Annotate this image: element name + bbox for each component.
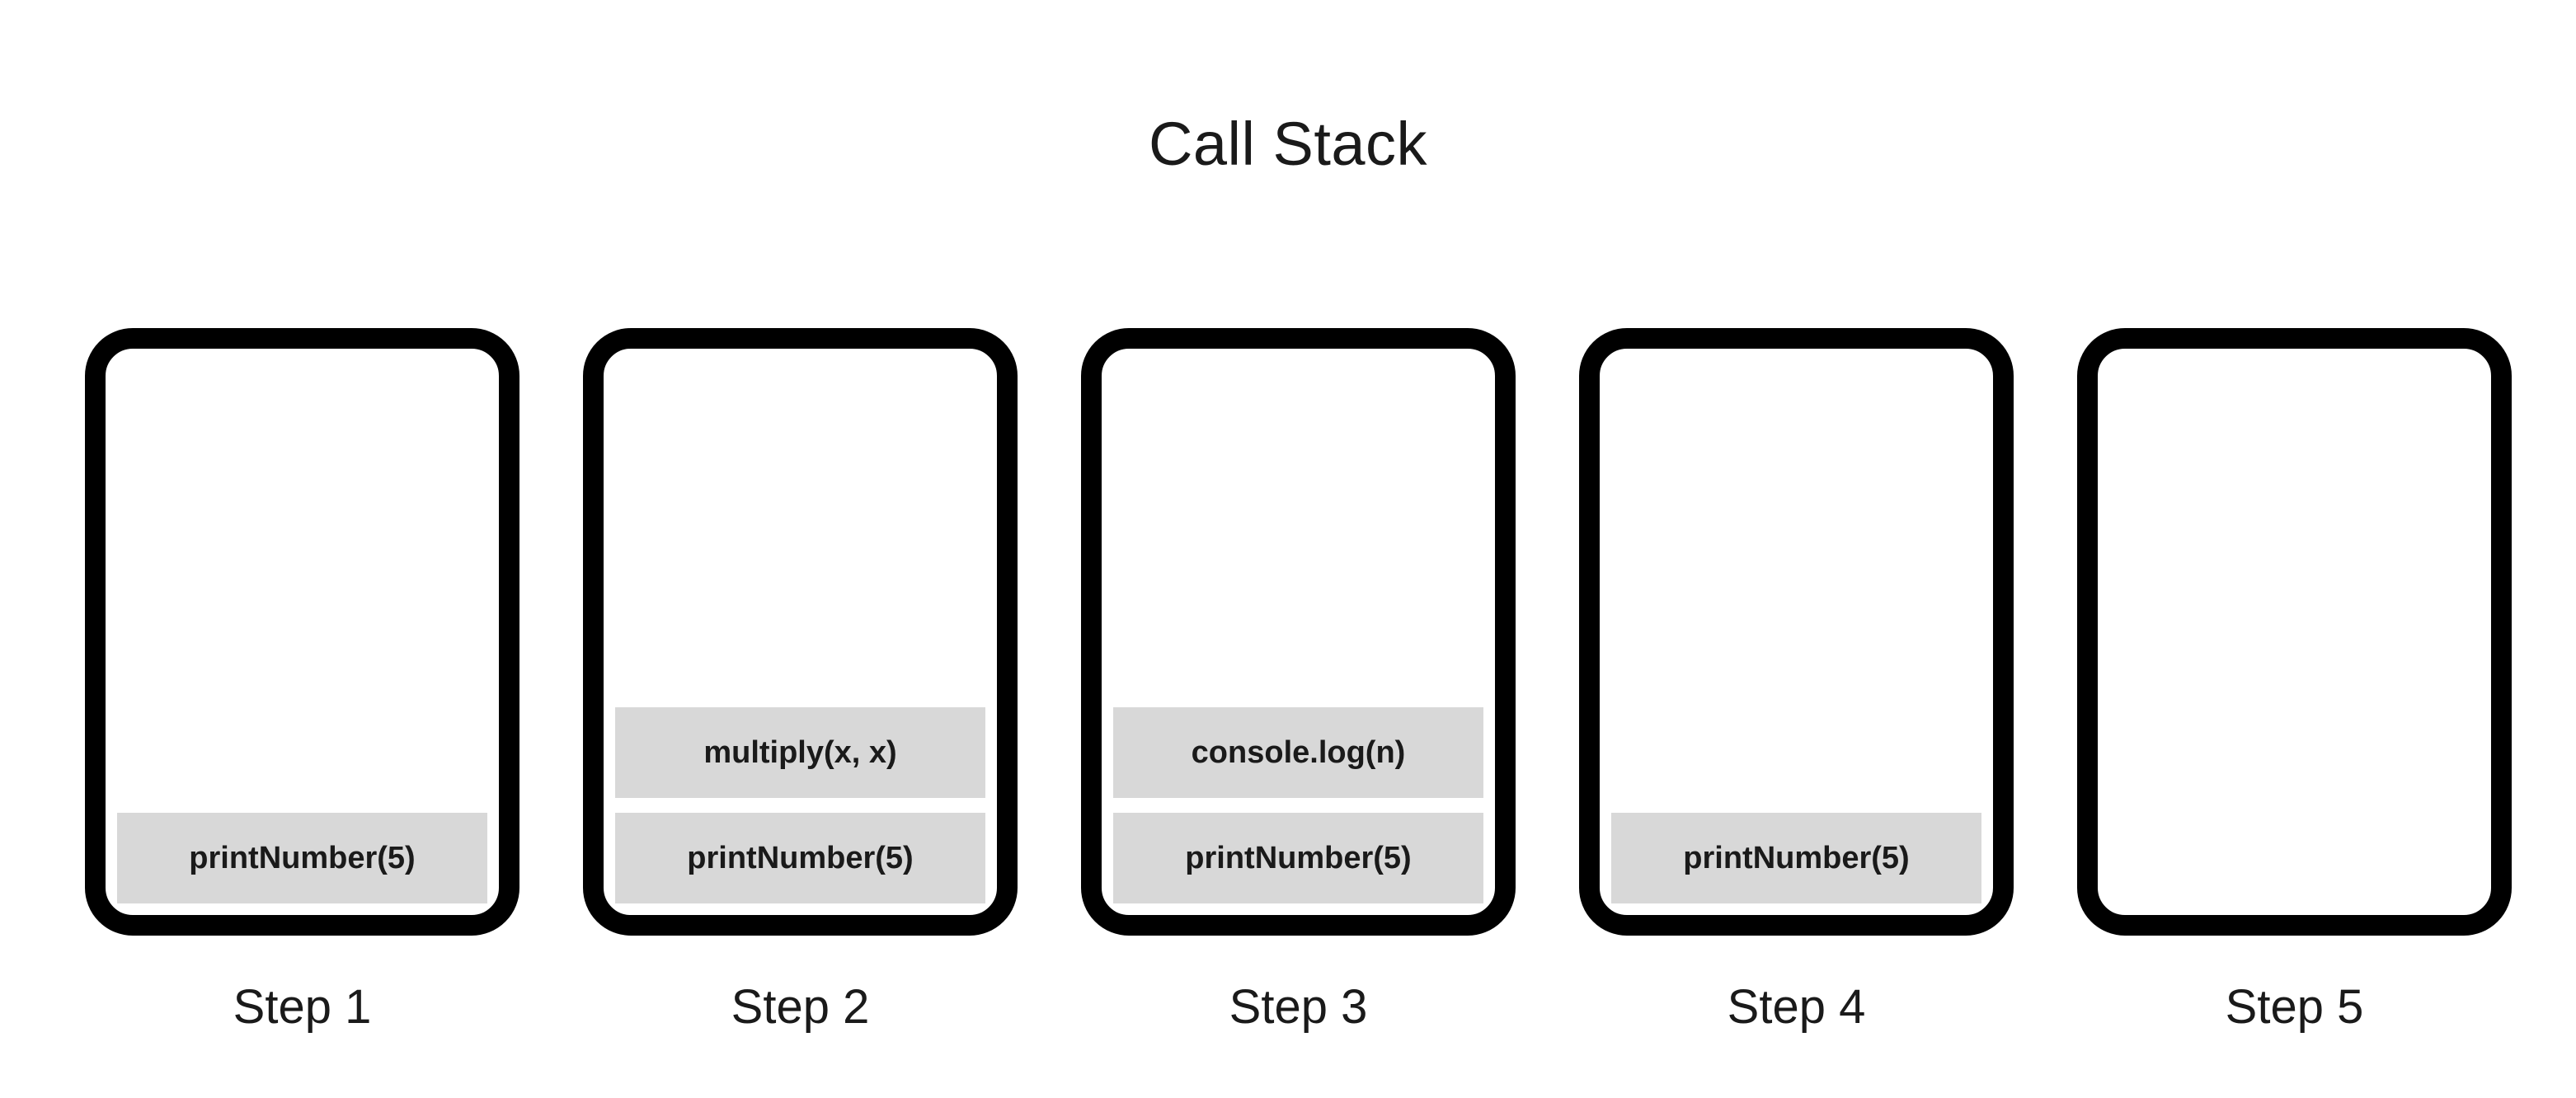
diagram-title: Call Stack — [1148, 110, 1428, 178]
steps-row: printNumber(5) Step 1 multiply(x, x) pri… — [85, 328, 2512, 1031]
stack-frame-box-1: printNumber(5) — [85, 328, 519, 936]
stack-frame: printNumber(5) — [615, 813, 985, 903]
stack-frame-box-2: multiply(x, x) printNumber(5) — [583, 328, 1018, 936]
stack-frame-box-5 — [2077, 328, 2512, 936]
stack-frame: console.log(n) — [1113, 707, 1483, 798]
stack-frame: printNumber(5) — [1611, 813, 1981, 903]
step-column-2: multiply(x, x) printNumber(5) Step 2 — [583, 328, 1018, 1031]
stack-frame: printNumber(5) — [1113, 813, 1483, 903]
step-label-1: Step 1 — [233, 980, 372, 1034]
step-column-5: Step 5 — [2077, 328, 2512, 1031]
step-label-4: Step 4 — [1727, 980, 1866, 1034]
step-column-4: printNumber(5) Step 4 — [1579, 328, 2014, 1031]
stack-frame: multiply(x, x) — [615, 707, 985, 798]
stack-frame-box-4: printNumber(5) — [1579, 328, 2014, 936]
stack-frame: printNumber(5) — [117, 813, 487, 903]
step-label-2: Step 2 — [731, 980, 870, 1034]
step-label-3: Step 3 — [1229, 980, 1368, 1034]
step-label-5: Step 5 — [2225, 980, 2364, 1034]
step-column-3: console.log(n) printNumber(5) Step 3 — [1081, 328, 1516, 1031]
step-column-1: printNumber(5) Step 1 — [85, 328, 519, 1031]
stack-frame-box-3: console.log(n) printNumber(5) — [1081, 328, 1516, 936]
